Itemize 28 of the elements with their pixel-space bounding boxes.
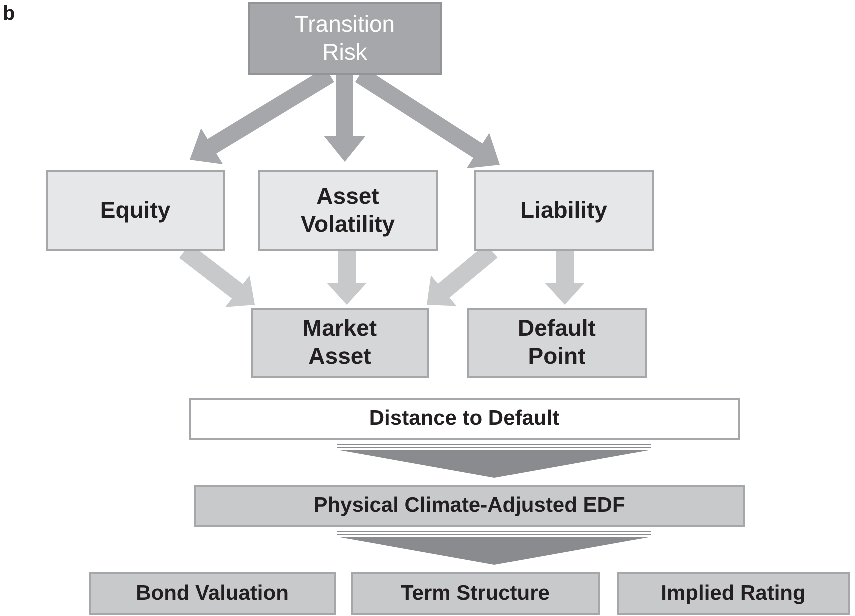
box-label: Implied Rating bbox=[661, 580, 806, 606]
box-label: Physical Climate-Adjusted EDF bbox=[314, 493, 626, 519]
box-label: Distance to Default bbox=[369, 406, 560, 432]
chevron-arrow bbox=[338, 531, 652, 565]
block-arrow bbox=[545, 251, 585, 305]
process-box bbox=[351, 572, 600, 615]
process-box bbox=[467, 308, 647, 378]
panel-letter: b bbox=[3, 2, 16, 27]
box-label: Market Asset bbox=[302, 315, 378, 371]
block-arrow bbox=[324, 75, 366, 162]
box-label: Transition Risk bbox=[294, 10, 396, 66]
chevron-arrow bbox=[338, 444, 652, 478]
box-label: Asset Volatility bbox=[300, 182, 396, 238]
process-box bbox=[248, 2, 442, 75]
process-box bbox=[189, 398, 740, 440]
block-arrow bbox=[327, 251, 367, 305]
process-box bbox=[194, 485, 745, 527]
box-label: Term Structure bbox=[401, 580, 550, 606]
process-box bbox=[258, 170, 438, 251]
process-box bbox=[251, 308, 429, 378]
box-label: Liability bbox=[520, 196, 608, 224]
box-label: Bond Valuation bbox=[136, 580, 289, 606]
process-box bbox=[46, 170, 225, 251]
process-box bbox=[617, 572, 850, 615]
box-label: Equity bbox=[100, 196, 171, 224]
process-box bbox=[89, 572, 336, 615]
box-label: Default Point bbox=[517, 315, 597, 371]
process-box bbox=[474, 170, 654, 251]
